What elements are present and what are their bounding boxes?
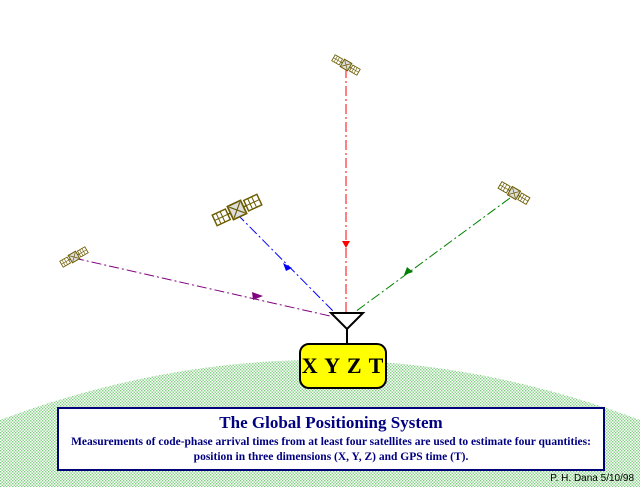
caption-body: Measurements of code-phase arrival times…: [71, 436, 591, 463]
satellite-icon: [497, 180, 531, 206]
satellite-icon: [210, 192, 264, 228]
author-credit: P. H. Dana 5/10/98: [550, 473, 634, 484]
signal-path-blue: [236, 213, 337, 315]
satellite-icon: [58, 245, 90, 269]
caption-box: The Global Positioning System Measuremen…: [57, 407, 605, 471]
signal-path-purple: [73, 257, 331, 317]
receiver-label: X Y Z T: [301, 353, 385, 378]
caption-title: The Global Positioning System: [219, 413, 443, 432]
antenna-icon: [328, 312, 366, 344]
receiver-box: X Y Z T: [299, 343, 387, 389]
signal-path-green: [354, 197, 511, 313]
signal-path-red: [342, 68, 350, 312]
